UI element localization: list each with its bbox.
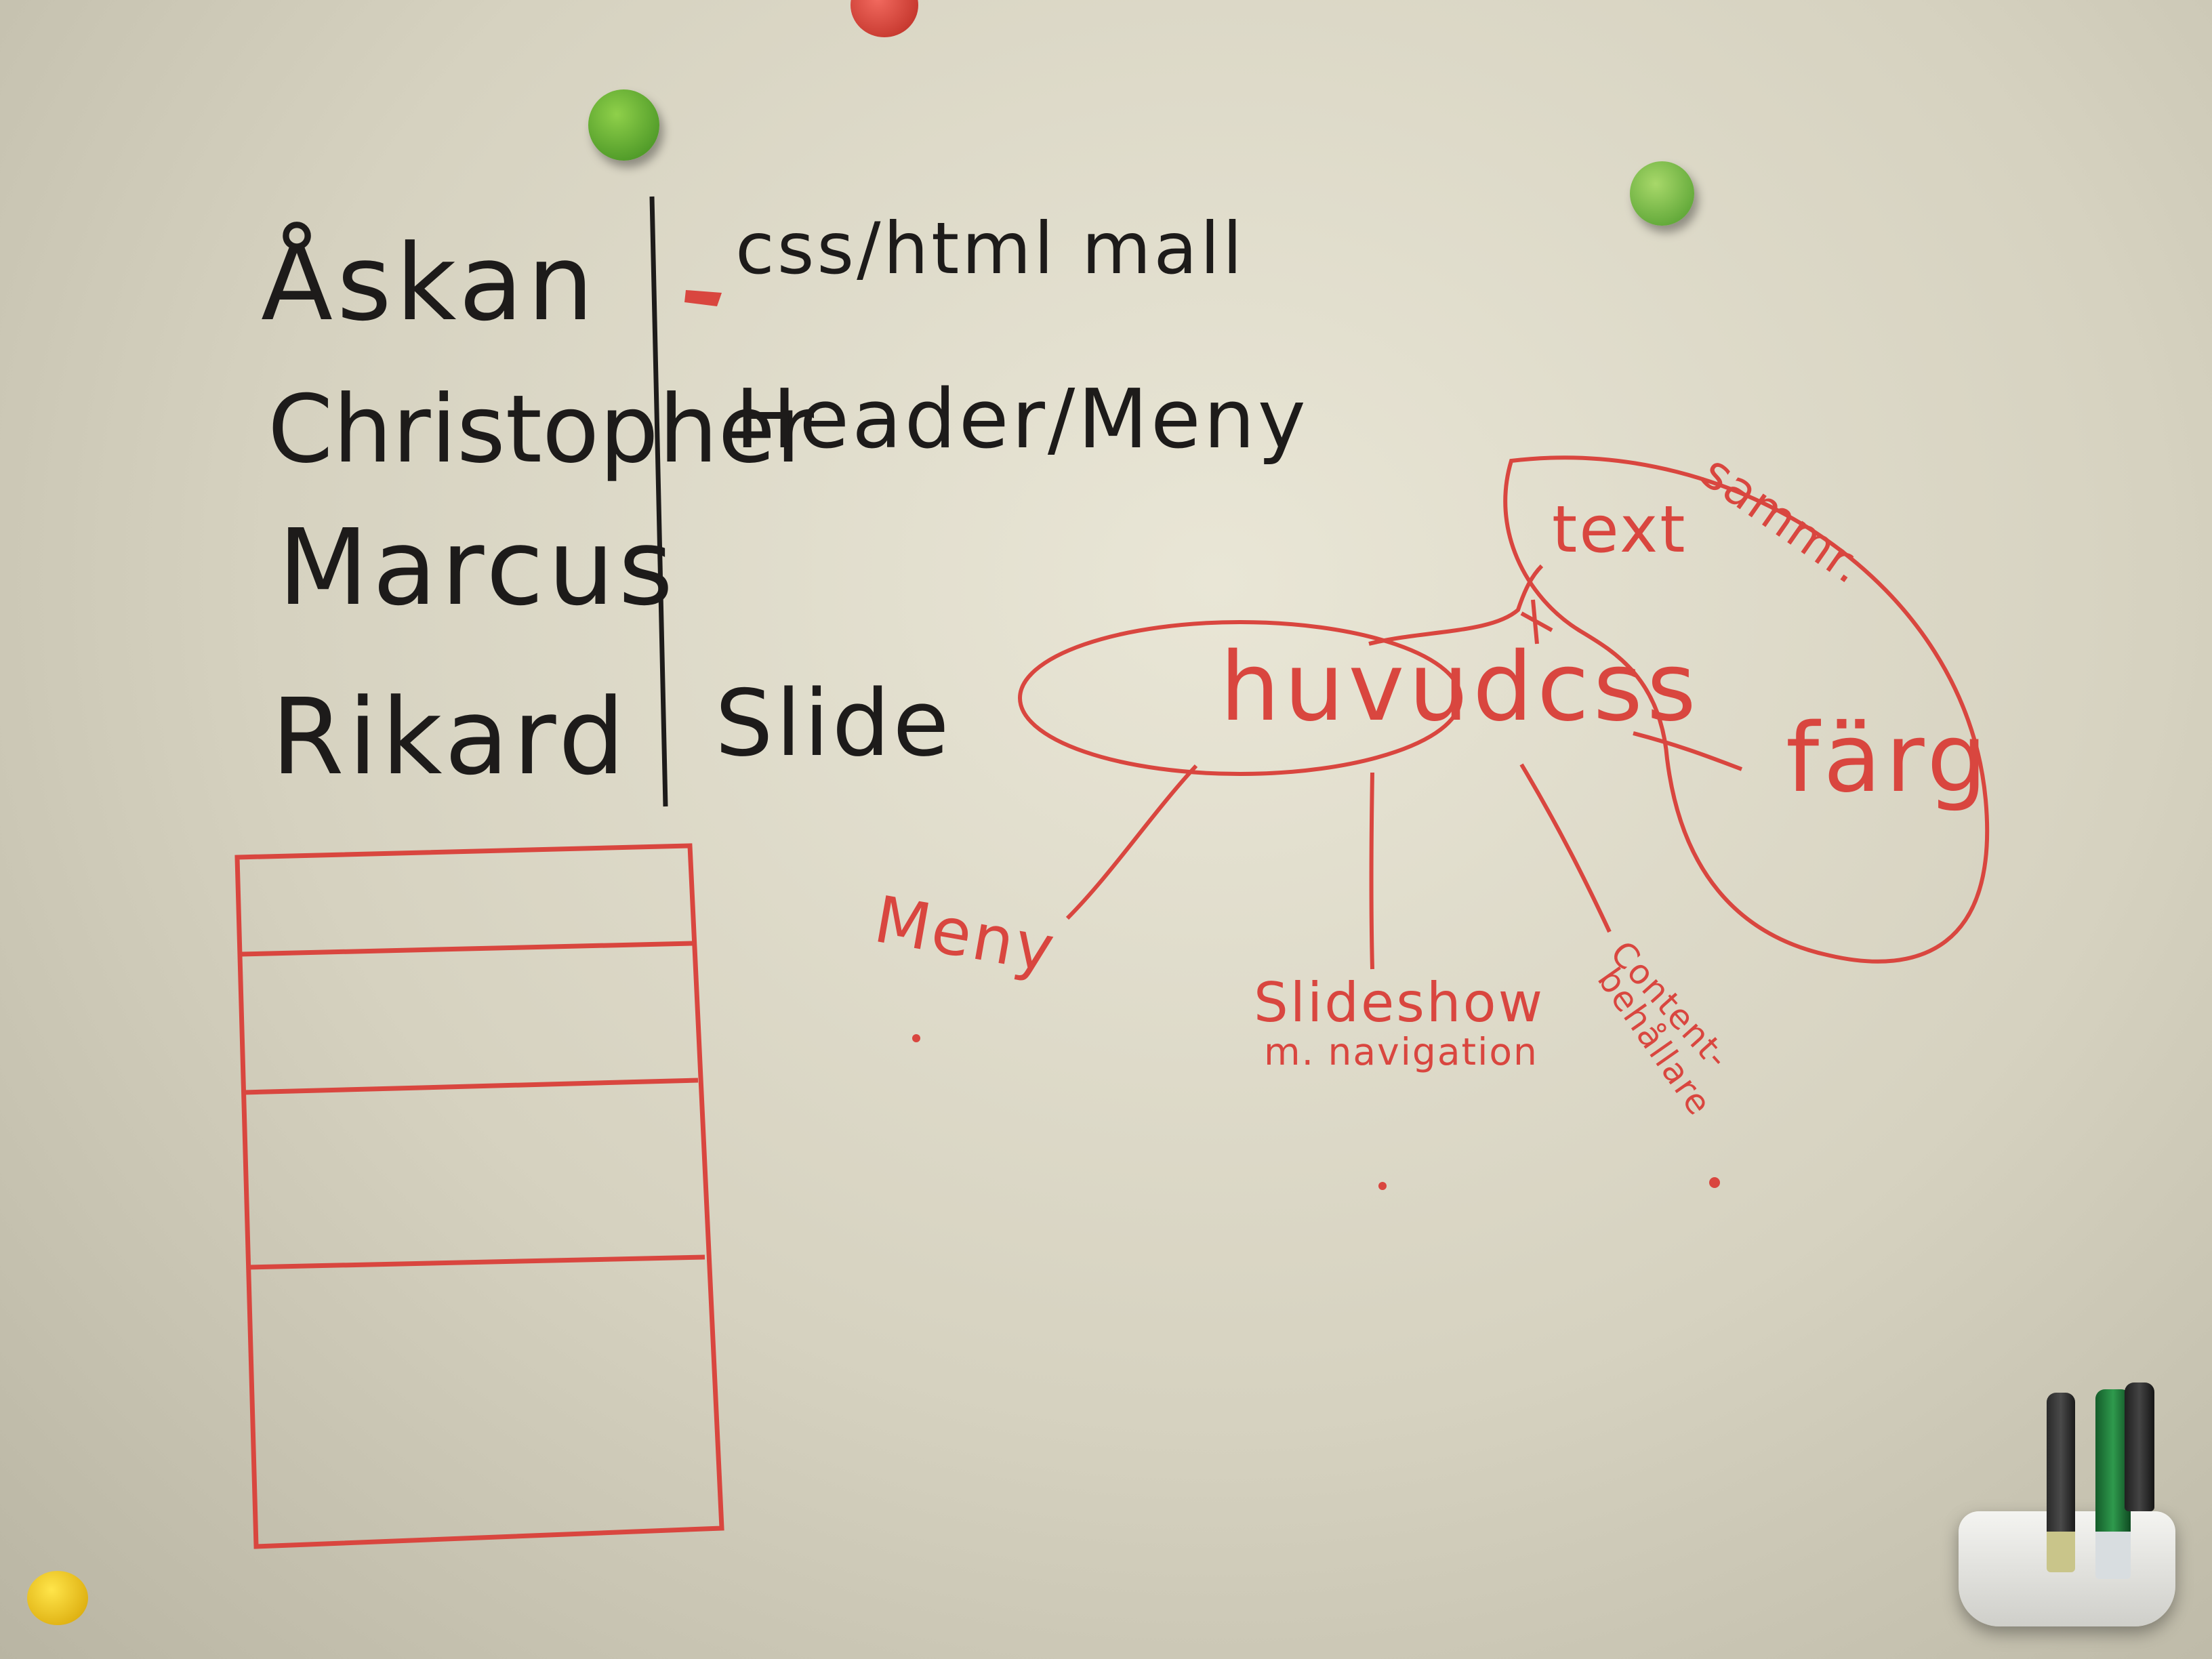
task-rikard: Slide <box>715 670 952 777</box>
red-table <box>234 843 724 1549</box>
name-christopher: Christopher <box>268 375 815 484</box>
mindmap-slideshow-sub-label: m. navigation <box>1264 1030 1538 1073</box>
task-askan: css/html mall <box>735 207 1246 290</box>
branch-meny <box>1065 764 1198 920</box>
black-marker-icon <box>2047 1393 2075 1572</box>
red-dot <box>1709 1177 1720 1188</box>
yellow-magnet-icon <box>27 1571 88 1625</box>
branch-slideshow <box>1369 772 1374 970</box>
red-arrow-mark <box>684 290 722 306</box>
cross-mark <box>1520 599 1553 644</box>
name-rikard: Rikard <box>271 676 630 798</box>
center-ellipse <box>1018 620 1462 776</box>
mindmap-farg-label: färg <box>1786 703 1992 814</box>
branch-farg <box>1633 731 1743 771</box>
name-askan: Åskan <box>261 222 598 344</box>
group-ellipse <box>1503 455 1990 964</box>
branch-content <box>1519 763 1612 933</box>
mindmap-text-label: text <box>1552 493 1687 567</box>
name-marcus: Marcus <box>278 506 678 629</box>
task-christopher: Header/Meny <box>735 373 1309 467</box>
mindmap-center-label: huvudcss <box>1220 632 1700 743</box>
green-magnet-icon <box>588 89 659 161</box>
green-magnet-icon <box>1630 161 1694 226</box>
branch-text <box>1368 564 1544 646</box>
mindmap-slideshow-label: Slideshow <box>1254 971 1544 1034</box>
black-marker-icon <box>2125 1382 2154 1511</box>
mind-map <box>1018 455 1990 970</box>
divider-line <box>649 196 668 807</box>
red-dot <box>1378 1182 1387 1190</box>
red-dot <box>912 1034 920 1042</box>
